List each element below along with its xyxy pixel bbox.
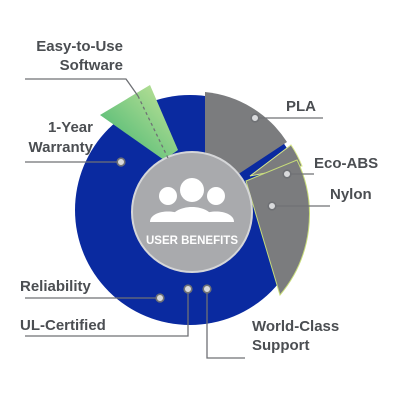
leader-world-class — [206, 289, 245, 359]
label-world-line2: Support — [252, 337, 310, 354]
leader-ul-certified — [25, 289, 189, 337]
easy-software-segment — [100, 85, 178, 160]
leader-lines — [25, 78, 330, 359]
dot-warranty — [116, 157, 126, 167]
label-easy-line1: Easy-to-Use — [36, 38, 123, 55]
nylon-segment — [245, 159, 310, 297]
label-warranty-line1: 1-Year — [48, 119, 93, 136]
people-group-icon — [150, 178, 234, 222]
leader-dots — [116, 113, 292, 303]
center-title: USER BENEFITS — [146, 235, 238, 247]
label-ul-certified: UL-Certified — [20, 317, 106, 334]
dot-world-class — [202, 284, 212, 294]
dot-pla — [250, 113, 260, 123]
dot-reliability — [155, 293, 165, 303]
label-reliability: Reliability — [20, 278, 92, 295]
label-world-line1: World-Class — [252, 318, 339, 335]
dot-eco-abs — [282, 169, 292, 179]
label-nylon: Nylon — [330, 186, 372, 203]
label-pla: PLA — [286, 98, 316, 115]
label-warranty-line2: Warranty — [29, 139, 94, 156]
label-easy-line2: Software — [60, 57, 123, 74]
dot-nylon — [267, 201, 277, 211]
leader-easy-software — [25, 78, 139, 97]
dot-ul-certified — [183, 284, 193, 294]
label-eco-abs: Eco-ABS — [314, 155, 378, 172]
